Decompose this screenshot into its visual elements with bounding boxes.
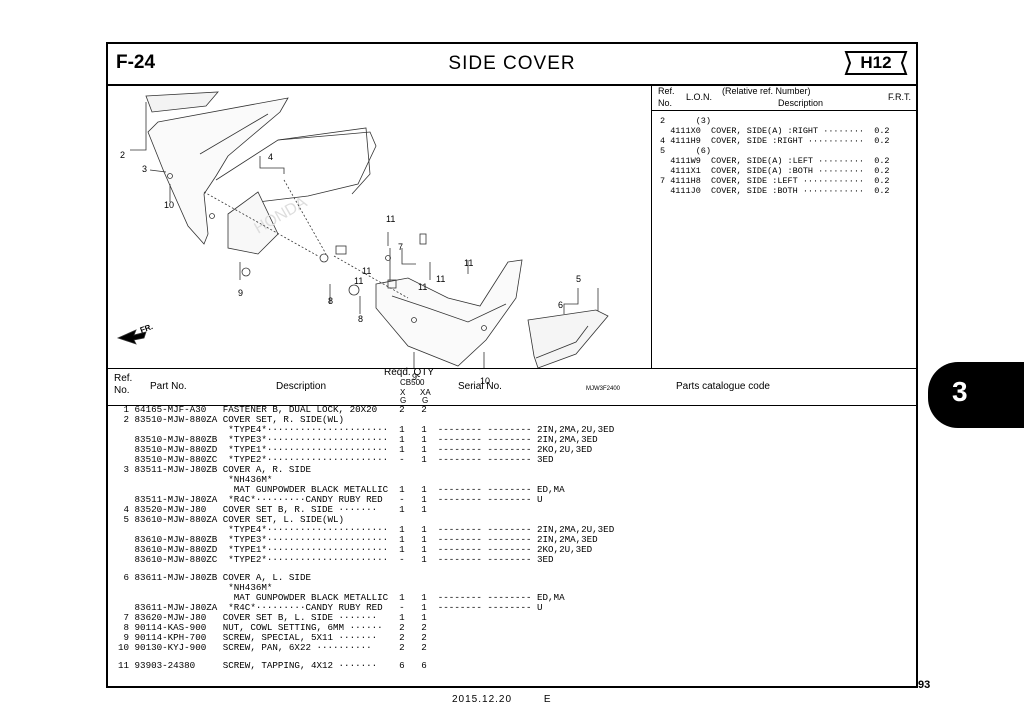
- lon-header: L.O.N.: [686, 92, 713, 102]
- part-row: 83510-MJW-880ZC *TYPE2*·················…: [118, 454, 554, 465]
- reference-row: 4111J0 COVER, SIDE :BOTH ············ 0.…: [660, 186, 890, 196]
- description-column: Description: [276, 381, 327, 392]
- reference-table: Ref. No. L.O.N. (Relative ref. Number) D…: [652, 84, 918, 368]
- parts-illustration: HONDA: [116, 91, 609, 376]
- page-frame: F-24 SIDE COVER H12 HONDA: [106, 42, 918, 688]
- frt-header: F.R.T.: [888, 92, 912, 102]
- part-row: 83510-MJW-880ZD *TYPE1*·················…: [118, 444, 593, 455]
- col-xa: XA: [420, 388, 431, 397]
- part-row: MAT GUNPOWDER BLACK METALLIC 1 1 -------…: [118, 592, 565, 603]
- chapter-tab: 3: [928, 362, 1024, 428]
- callout-label: 10: [480, 376, 491, 386]
- figure-code: MJW3F2400: [586, 386, 621, 392]
- serial-column: Serial No.: [458, 381, 502, 392]
- part-row: 83610-MJW-880ZB *TYPE3*·················…: [118, 534, 598, 545]
- relative-ref-header: (Relative ref. Number): [722, 86, 811, 96]
- no-header: No.: [658, 98, 673, 108]
- callout-label: 4: [268, 152, 274, 162]
- page-number: 93: [918, 679, 931, 691]
- ref-header: Ref.: [658, 86, 675, 96]
- part-row: *NH436M*: [118, 582, 273, 593]
- part-row: 1 64165-MJF-A30 FASTENER B, DUAL LOCK, 2…: [118, 404, 427, 415]
- reference-row: 4111X0 COVER, SIDE(A) :RIGHT ········ 0.…: [660, 126, 890, 136]
- callout-label: 5: [576, 274, 582, 284]
- reference-row: 4111W9 COVER, SIDE(A) :LEFT ········· 0.…: [660, 156, 890, 166]
- part-row: MAT GUNPOWDER BLACK METALLIC 1 1 -------…: [118, 484, 565, 495]
- part-row: 83510-MJW-880ZB *TYPE3*·················…: [118, 434, 598, 445]
- section-number: F-24: [116, 52, 156, 73]
- callout-label: 11: [362, 266, 372, 276]
- part-row: 83511-MJW-J80ZA *R4C*·········CANDY RUBY…: [118, 494, 543, 505]
- part-no-column: Part No.: [150, 381, 187, 392]
- reference-row: 4 4111H9 COVER, SIDE :RIGHT ··········· …: [660, 136, 890, 146]
- model-badge: H12: [842, 48, 910, 78]
- reference-row: 2 (3): [660, 116, 712, 126]
- col-x: X: [400, 388, 406, 397]
- callout-label: 9: [412, 372, 418, 382]
- part-row: 7 83620-MJW-J80 COVER SET B, L. SIDE ···…: [118, 612, 427, 623]
- no-column: No.: [114, 385, 130, 396]
- page-title: SIDE COVER: [448, 53, 576, 74]
- callout-label: 3: [142, 164, 148, 174]
- reference-table-header: Ref. No. L.O.N. (Relative ref. Number) D…: [652, 84, 916, 111]
- catalogue-column: Parts catalogue code: [676, 381, 770, 392]
- reference-row: 5 (6): [660, 146, 712, 156]
- callout-label: 11: [418, 282, 428, 292]
- footer-code: E: [543, 694, 552, 705]
- part-row: 2 83510-MJW-880ZA COVER SET, R. SIDE(WL): [118, 414, 345, 425]
- callout-label: 8: [328, 296, 334, 306]
- exploded-diagram: HONDA: [108, 84, 652, 392]
- callout-label: 11: [354, 276, 364, 286]
- footer-date: 2015.12.20: [452, 694, 513, 705]
- reqd-qty-column: Reqd. QTY: [384, 367, 435, 378]
- part-row: 83611-MJW-J80ZA *R4C*·········CANDY RUBY…: [118, 602, 543, 613]
- model-column: CB500: [400, 378, 425, 387]
- reference-row: 4111X1 COVER, SIDE(A) :BOTH ········· 0.…: [660, 166, 890, 176]
- part-row: 6 83611-MJW-J80ZB COVER A, L. SIDE: [118, 572, 311, 583]
- callout-label: 7: [398, 242, 404, 252]
- part-row: *TYPE4*······················ 1 1 ------…: [118, 424, 615, 435]
- part-row: *NH436M*: [118, 474, 273, 485]
- part-row: *TYPE4*······················ 1 1 ------…: [118, 524, 615, 535]
- callout-label: 8: [358, 314, 364, 324]
- footer: 2015.12.20 E: [452, 694, 552, 705]
- part-row: 3 83511-MJW-J80ZB COVER A, R. SIDE: [118, 464, 311, 475]
- part-row: 9 90114-KPH-700 SCREW, SPECIAL, 5X11 ···…: [118, 632, 427, 643]
- callout-label: 11: [386, 214, 396, 224]
- part-row: 8 90114-KAS-900 NUT, COWL SETTING, 6MM ·…: [118, 622, 427, 633]
- callout-label: 11: [464, 258, 474, 268]
- part-row: 11 93903-24380 SCREW, TAPPING, 4X12 ····…: [118, 660, 427, 671]
- part-row: 83610-MJW-880ZD *TYPE1*·················…: [118, 544, 593, 555]
- callout-label: 6: [558, 300, 564, 310]
- col-g2: G: [422, 396, 429, 405]
- col-g1: G: [400, 396, 407, 405]
- part-row: 10 90130-KYJ-900 SCREW, PAN, 6X22 ······…: [118, 642, 427, 653]
- part-row: 5 83610-MJW-880ZA COVER SET, L. SIDE(WL): [118, 514, 345, 525]
- ref-column: Ref.: [114, 373, 133, 384]
- reference-row: 7 4111H8 COVER, SIDE :LEFT ············ …: [660, 176, 890, 186]
- callout-label: 2: [120, 150, 126, 160]
- part-row: 83610-MJW-880ZC *TYPE2*·················…: [118, 554, 554, 565]
- callout-label: 10: [164, 200, 175, 210]
- chapter-tab-label: 3: [952, 376, 968, 407]
- model-badge-label: H12: [860, 53, 892, 72]
- callout-label: 9: [238, 288, 244, 298]
- parts-table-header: Ref. No. Part No. Description Reqd. QTY …: [108, 367, 916, 406]
- callout-label: 11: [436, 274, 446, 284]
- part-row: 4 83520-MJW-J80 COVER SET B, R. SIDE ···…: [118, 504, 427, 515]
- description-header: Description: [778, 98, 824, 108]
- page-header: F-24 SIDE COVER H12: [108, 44, 916, 86]
